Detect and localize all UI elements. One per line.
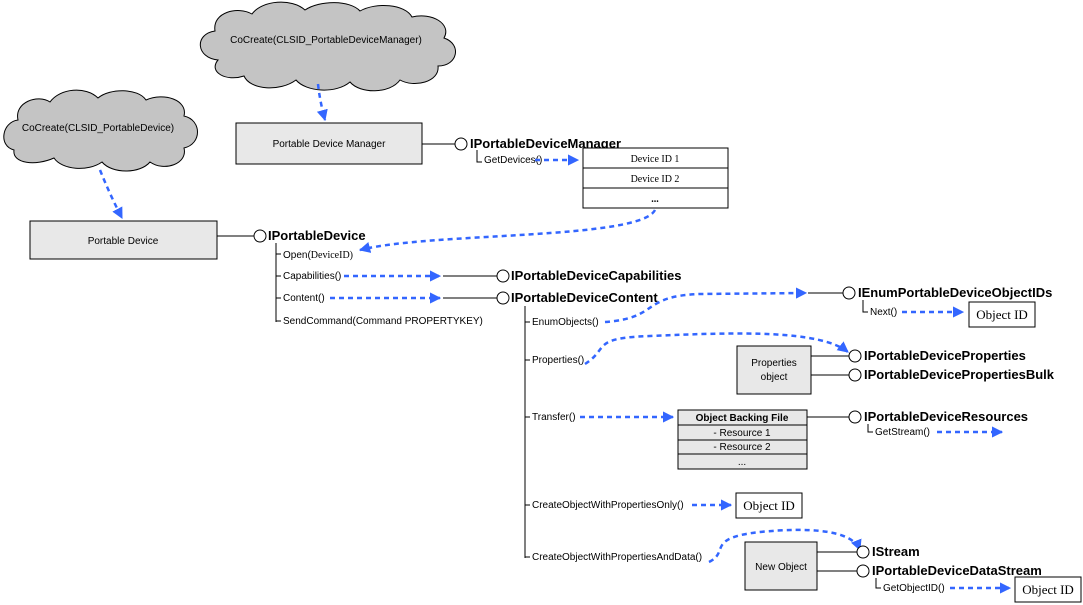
interface-capabilities: IPortableDeviceCapabilities [511,268,682,283]
properties-object-label: Properties [751,358,797,369]
cloud-cocreate-manager: CoCreate(CLSID_PortableDeviceManager) [199,1,456,92]
lollipop-properties-bulk [848,368,862,382]
lollipop-enum-ids [842,286,856,300]
portable-device-label: Portable Device [88,236,159,247]
method-get-object-id: GetObjectID() [883,583,945,594]
cloud-device-label: CoCreate(CLSID_PortableDevice) [22,123,174,134]
arrow-cloud-to-manager [316,83,328,122]
new-object-box [744,541,818,591]
interface-stream: IStream [872,544,920,559]
interface-properties-bulk: IPortableDevicePropertiesBulk [864,367,1055,382]
interface-data-stream: IPortableDeviceDataStream [872,563,1042,578]
object-id-label: Object ID [743,498,795,513]
lollipop-manager [454,137,468,151]
arrow-cloud-to-device [98,169,124,219]
arrow-enum-objects [604,287,808,324]
backing-file-row: - Resource 2 [713,442,771,453]
lollipop-resources [848,410,862,424]
interface-resources: IPortableDeviceResources [864,409,1028,424]
interface-content: IPortableDeviceContent [511,290,658,305]
arrow-deviceid-to-open [358,209,657,253]
method-content: Content() [283,293,325,304]
properties-object-label: object [761,372,788,383]
lollipop-capabilities [496,269,510,283]
method-send-command: SendCommand(Command PROPERTYKEY) [283,316,483,327]
object-id-label: Object ID [1022,582,1074,597]
arrow-properties [584,332,849,366]
arrow-create-props-data [708,528,862,564]
device-id-row: ... [651,194,659,205]
portable-device-manager-label: Portable Device Manager [273,139,387,150]
method-get-devices: GetDevices() [484,155,542,166]
device-id-row: Device ID 2 [631,174,680,185]
interface-portable-device: IPortableDevice [268,228,366,243]
interface-portable-device-manager: IPortableDeviceManager [470,136,621,151]
portable-device-manager-box [235,122,423,165]
portable-device-box [29,220,218,260]
object-id-label: Object ID [976,307,1028,322]
cloud-cocreate-device: CoCreate(CLSID_PortableDevice) [3,89,198,172]
lollipop-properties [848,349,862,363]
cloud-manager-label: CoCreate(CLSID_PortableDeviceManager) [230,35,422,46]
method-transfer: Transfer() [532,412,576,423]
lollipop-content [496,291,510,305]
method-capabilities: Capabilities() [283,271,341,282]
new-object-label: New Object [755,562,807,573]
method-next: Next() [870,307,897,318]
object-id-box [735,492,803,519]
interface-enum-ids: IEnumPortableDeviceObjectIDs [858,285,1052,300]
method-create-props-only: CreateObjectWithPropertiesOnly() [532,500,684,511]
interface-properties: IPortableDeviceProperties [864,348,1026,363]
method-open: Open(DeviceID) [283,250,353,261]
properties-object-box [736,345,812,395]
method-properties: Properties() [532,355,584,366]
object-id-box [1014,576,1082,603]
lollipop-data-stream [856,564,870,578]
backing-file-row: - Resource 1 [713,428,771,439]
backing-file-row: ... [738,457,746,468]
lollipop-stream [856,545,870,559]
backing-file-title: Object Backing File [696,413,789,424]
lollipop-device [253,229,267,243]
method-enum-objects: EnumObjects() [532,317,599,328]
method-get-stream: GetStream() [875,427,930,438]
device-id-row: Device ID 1 [631,154,680,165]
device-id-table [582,147,729,209]
object-id-box [968,301,1036,328]
method-create-props-data: CreateObjectWithPropertiesAndData() [532,552,702,563]
